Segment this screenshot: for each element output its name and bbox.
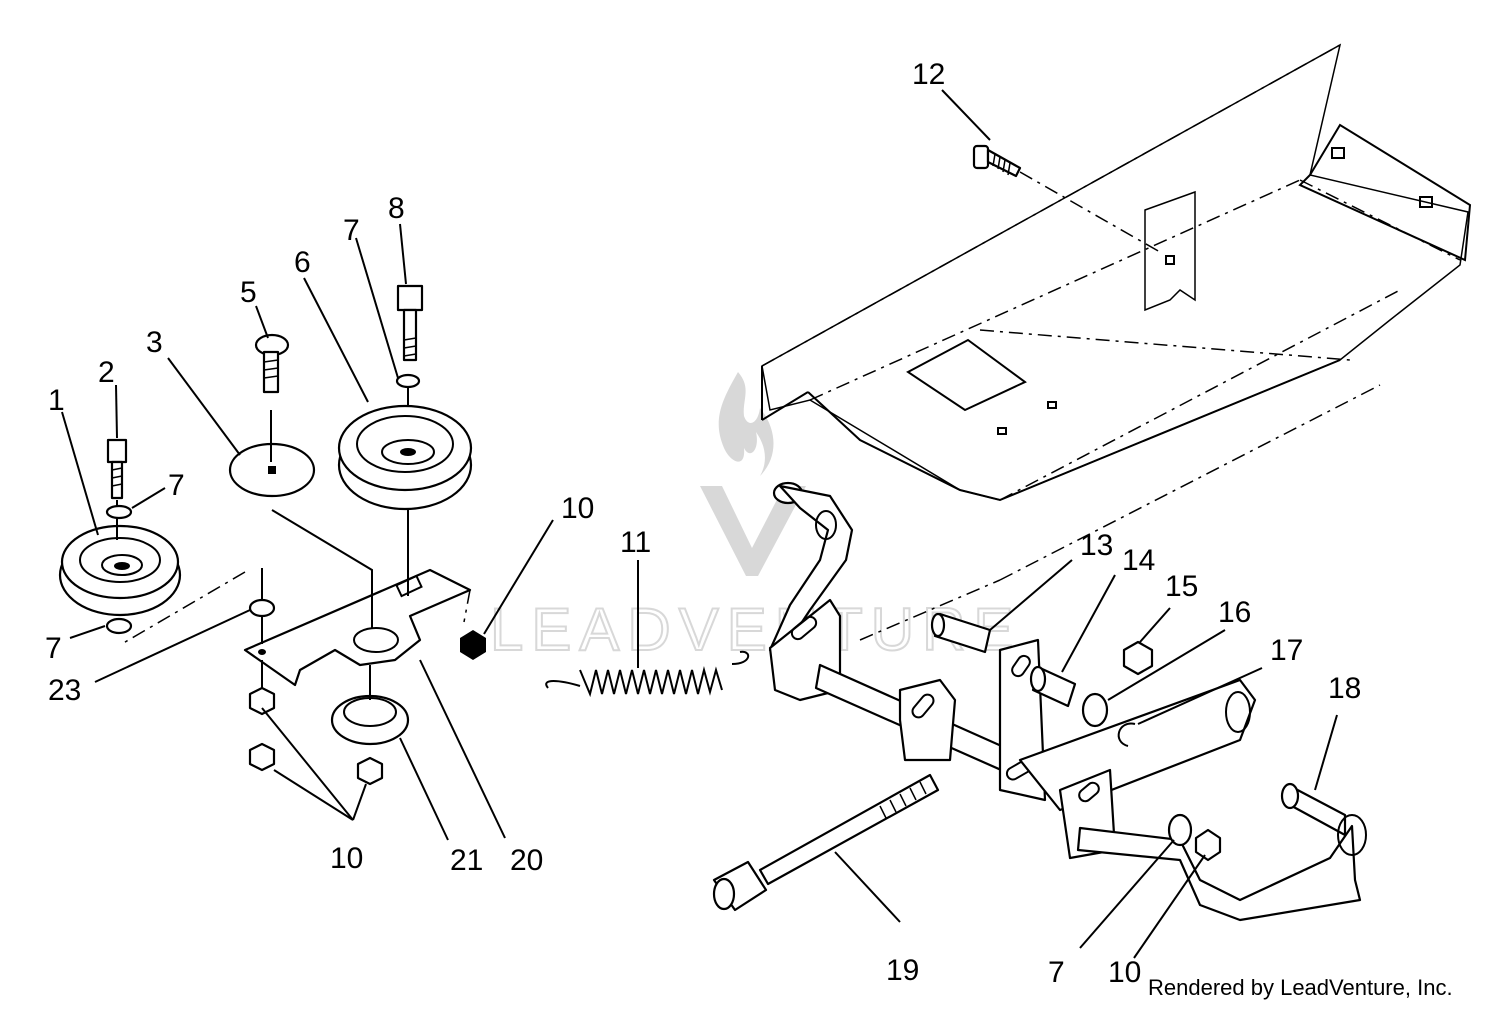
deck-panel: [761, 43, 1472, 502]
label-23: 23: [48, 674, 81, 707]
label-13: 13: [1080, 529, 1113, 562]
clip-17: [1117, 722, 1136, 747]
nut-10c: [356, 756, 384, 786]
bolt-8: [395, 284, 424, 440]
label-12: 12: [912, 58, 945, 91]
label-10a: 10: [561, 492, 594, 525]
bolt-12: [972, 144, 1161, 253]
label-10b: 10: [330, 842, 363, 875]
footer-credit: Rendered by LeadVenture, Inc.: [1148, 975, 1453, 1000]
washer-7c: [395, 373, 421, 389]
label-17: 17: [1270, 634, 1303, 667]
washer-7a: [105, 504, 133, 520]
bushing-14: [1029, 665, 1077, 708]
label-15: 15: [1165, 570, 1198, 603]
label-14: 14: [1122, 544, 1155, 577]
spring-11: [545, 650, 750, 698]
handle-18: [1076, 782, 1367, 922]
spacer-23: [248, 598, 276, 618]
label-20: 20: [510, 844, 543, 877]
label-1: 1: [48, 384, 65, 417]
label-8: 8: [388, 192, 405, 225]
bolt-5: [254, 333, 290, 394]
pulley-6: [337, 404, 473, 511]
pin-13: [930, 612, 992, 654]
bolt-2: [106, 438, 128, 540]
label-11: 11: [620, 526, 651, 559]
label-21: 21: [450, 844, 483, 877]
nut-10e: [1194, 828, 1222, 862]
watermark-text: LEADVENTURE: [490, 596, 1021, 663]
label-19: 19: [886, 954, 919, 987]
pulley-21: [330, 665, 410, 746]
washer-3: [228, 410, 316, 498]
nut-10b: [248, 742, 276, 772]
label-7a: 7: [343, 214, 360, 247]
washer-7b: [105, 617, 133, 635]
washer-7d: [1167, 813, 1193, 847]
washer-16: [1081, 692, 1109, 728]
label-7b: 7: [168, 469, 185, 502]
pulley-1: [58, 524, 182, 617]
label-3: 3: [146, 326, 163, 359]
nut-15: [1122, 640, 1154, 676]
leader-lines: [61, 89, 1338, 959]
label-6: 6: [294, 246, 311, 279]
label-16: 16: [1218, 596, 1251, 629]
label-7c: 7: [45, 632, 62, 665]
label-18: 18: [1328, 672, 1361, 705]
nut-10d: [460, 630, 486, 660]
nut-10a: [248, 686, 276, 716]
bolt-19: [712, 773, 940, 912]
label-7d: 7: [1048, 956, 1065, 989]
bracket-20: [243, 509, 472, 687]
watermark-logo: LEADVENTURE: [489, 372, 1021, 664]
label-10c: 10: [1108, 956, 1141, 989]
label-5: 5: [240, 276, 257, 309]
shaft: [814, 638, 1257, 860]
label-2: 2: [98, 356, 115, 389]
